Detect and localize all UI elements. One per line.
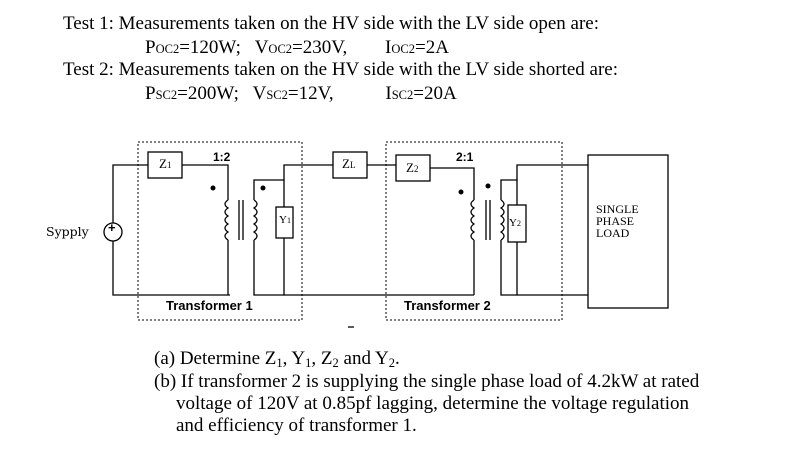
- ratio2-label: 2:1: [456, 150, 474, 164]
- wire-supply-top: [112, 164, 148, 223]
- isc2-label: ISC2=20A: [385, 83, 457, 104]
- load-line1: SINGLE: [596, 202, 639, 216]
- load-box: [587, 154, 669, 309]
- poc2-label: POC2=120W;: [145, 37, 241, 58]
- y2-label: Y2: [509, 217, 521, 229]
- transformer1-enclosure: [137, 141, 303, 321]
- y1-label: Y1: [279, 214, 291, 226]
- question-a: (a) Determine Z1, Y1, Z2 and Y2.: [154, 348, 400, 370]
- z1-label: Z1: [159, 156, 172, 171]
- y2-box: [507, 204, 527, 243]
- transformer1-label: Transformer 1: [166, 298, 253, 313]
- wire-supply-bottom: [112, 241, 230, 296]
- t2-secondary-dot: [485, 183, 491, 189]
- transformer2-enclosure: [385, 141, 563, 321]
- ratio1-label: 1:2: [213, 150, 231, 164]
- t2-secondary-coil: [499, 199, 505, 241]
- load-line3: LOAD: [596, 226, 630, 240]
- wire-z2-primary: [430, 167, 475, 200]
- test2-values: PSC2=200W; VSC2=12V, ISC2=20A: [145, 83, 457, 106]
- transformer2-label: Transformer 2: [404, 298, 491, 313]
- test1-values: POC2=120W; VOC2=230V, IOC2=2A: [145, 37, 449, 60]
- question-b-line1: (b) If transformer 2 is supplying the si…: [154, 371, 700, 392]
- t2-primary-dot: [458, 189, 464, 195]
- z2-label: Z2: [406, 160, 419, 175]
- question-b-line2: voltage of 120V at 0.85pf lagging, deter…: [176, 393, 690, 414]
- zl-label: ZL: [342, 156, 356, 171]
- test2-heading: Test 2: Measurements taken on the HV sid…: [63, 59, 619, 80]
- supply-label: Sypply: [46, 224, 89, 239]
- question-b-line3: and efficiency of transformer 1.: [176, 415, 417, 436]
- supply-symbol: +: [108, 220, 116, 235]
- ioc2-label: IOC2=2A: [385, 37, 449, 58]
- voc2-label: VOC2=230V,: [254, 37, 348, 58]
- wire-z1-primary: [182, 164, 229, 200]
- test1-heading: Test 1: Measurements taken on the HV sid…: [63, 13, 600, 34]
- y1-box: [275, 206, 294, 239]
- vsc2-label: VSC2=12V,: [252, 83, 334, 104]
- t1-primary-coil: [224, 199, 230, 241]
- t1-secondary-dot: [260, 185, 266, 191]
- t1-primary-dot: [210, 185, 216, 191]
- psc2-label: PSC2=200W;: [145, 83, 239, 104]
- t1-secondary-coil: [252, 199, 258, 241]
- load-line2: PHASE: [596, 214, 635, 228]
- wire-t1-to-zl: [283, 164, 333, 180]
- t2-primary-coil: [470, 199, 476, 241]
- load-label: SINGLE PHASE LOAD: [596, 203, 639, 239]
- wire-t2-to-load-top: [516, 164, 588, 180]
